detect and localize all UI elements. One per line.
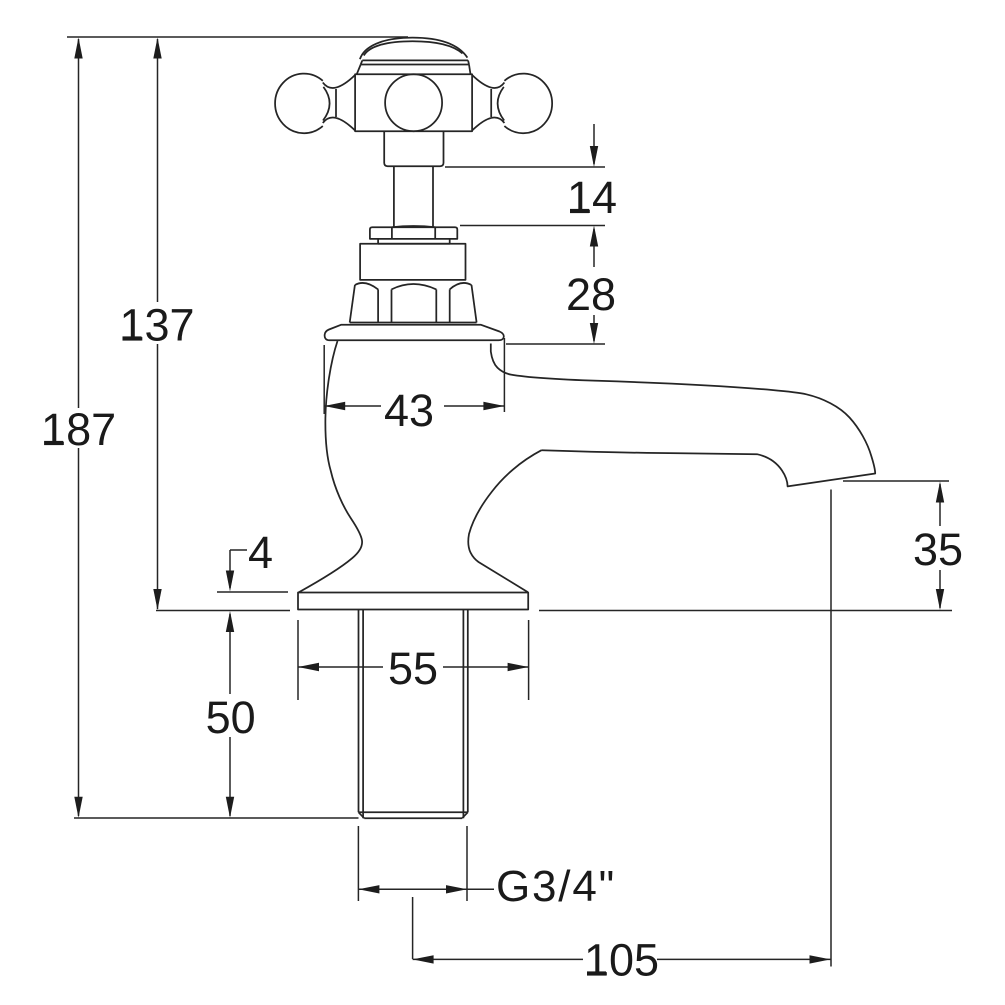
svg-text:4: 4	[248, 527, 273, 578]
svg-text:105: 105	[584, 935, 659, 986]
svg-text:43: 43	[384, 385, 434, 436]
svg-text:55: 55	[388, 643, 438, 694]
svg-text:G3/4": G3/4"	[496, 862, 616, 911]
svg-text:14: 14	[567, 172, 617, 223]
svg-text:28: 28	[566, 269, 616, 320]
svg-text:137: 137	[119, 300, 194, 351]
svg-text:187: 187	[41, 404, 116, 455]
svg-text:50: 50	[206, 692, 256, 743]
svg-text:35: 35	[913, 524, 963, 575]
